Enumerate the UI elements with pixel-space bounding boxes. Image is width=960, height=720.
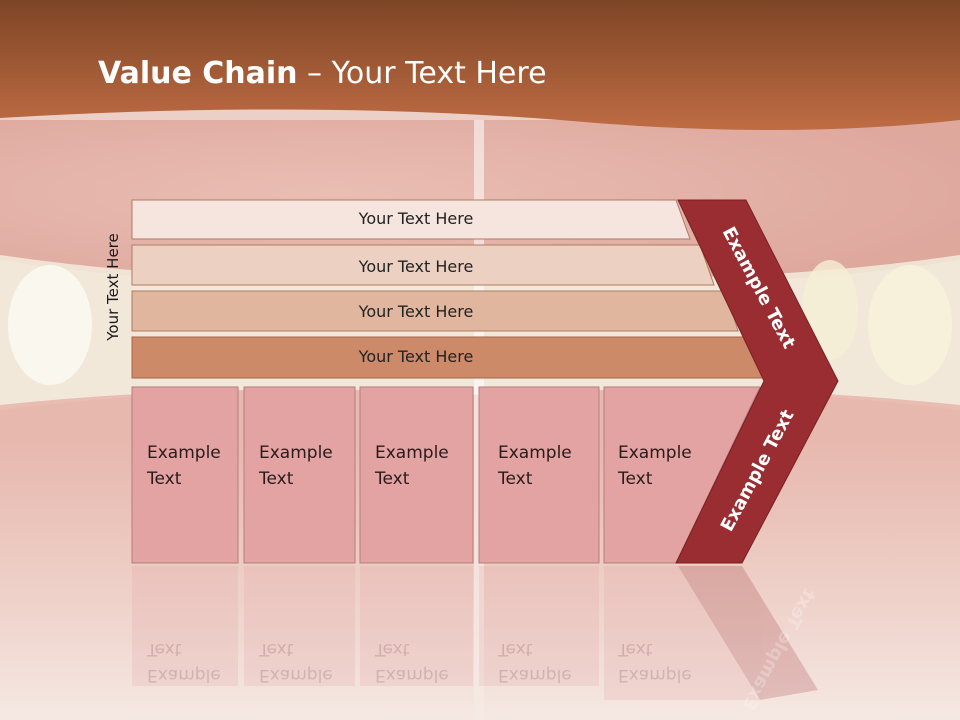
cell-4-shape — [478, 386, 600, 564]
cell-reflection-1-line1: Example — [147, 665, 221, 685]
cell-reflection-2-line2: Text — [259, 639, 294, 659]
cell-reflection-5: Example Text — [618, 636, 692, 688]
cell-reflection-3-line2: Text — [375, 639, 410, 659]
bar-label-1: Your Text Here — [358, 209, 474, 228]
cell-5-line1: Example — [618, 443, 692, 463]
cell-3-line1: Example — [375, 443, 449, 463]
cell-3-shape — [359, 386, 474, 564]
cell-reflection-2: Example Text — [259, 636, 333, 688]
cell-reflection-5-line1: Example — [618, 665, 692, 685]
bar-label-3: Your Text Here — [358, 302, 474, 321]
cell-5-line2: Text — [618, 469, 653, 489]
cell-reflection-4: Example Text — [498, 636, 572, 688]
cell-2-line2: Text — [259, 469, 294, 489]
bar-2-shape — [131, 244, 715, 286]
cell-reflection-5-line2: Text — [618, 639, 653, 659]
cell-4-line1: Example — [498, 443, 572, 463]
title-rest: – Your Text Here — [297, 56, 547, 91]
bar-label-2: Your Text Here — [358, 257, 474, 276]
cell-reflection-2-line1: Example — [259, 665, 333, 685]
page-title: Value Chain – Your Text Here — [98, 54, 547, 94]
cell-1-line1: Example — [147, 443, 221, 463]
vertical-axis-label: Your Text Here — [104, 233, 122, 341]
cell-reflection-4-line2: Text — [498, 639, 533, 659]
cell-reflection-1: Example Text — [147, 636, 221, 688]
cell-3-line2: Text — [375, 469, 410, 489]
cell-1-line2: Text — [147, 469, 182, 489]
title-bold: Value Chain — [98, 56, 298, 91]
chevron-shape — [675, 199, 839, 564]
bar-label-4: Your Text Here — [358, 347, 474, 366]
cell-reflection-3-line1: Example — [375, 665, 449, 685]
cell-reflection-4-line1: Example — [498, 665, 572, 685]
bar-3-shape — [131, 290, 739, 332]
cell-4-line2: Text — [498, 469, 533, 489]
cell-2-line1: Example — [259, 443, 333, 463]
cell-2-shape — [243, 386, 356, 564]
cell-reflection-3: Example Text — [375, 636, 449, 688]
cell-reflection-1-line2: Text — [147, 639, 182, 659]
cell-1-shape — [131, 386, 239, 564]
bar-1-shape — [131, 199, 691, 240]
